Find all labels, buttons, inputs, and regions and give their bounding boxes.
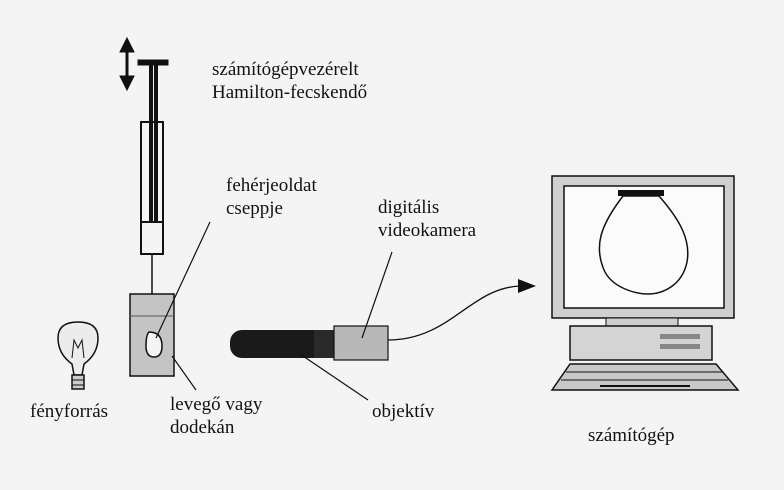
double-arrow-icon <box>119 36 135 92</box>
cuvette-icon <box>129 293 175 377</box>
camera-label-line1: digitális <box>378 197 440 218</box>
objective-label: objektív <box>372 401 435 422</box>
computer-label: számítógép <box>588 425 675 446</box>
objective-pointer-line <box>299 353 369 401</box>
cable-arrowhead <box>518 279 536 293</box>
drop-label: fehérjeoldat cseppje <box>226 174 317 220</box>
syringe-label-line2: Hamilton-fecskendő <box>212 82 368 103</box>
medium-pointer-line <box>171 355 197 391</box>
medium-label: levegő vagy dodekán <box>170 393 262 439</box>
light-bulb-icon <box>57 321 99 390</box>
syringe-label-line1: számítógépvezérelt <box>212 59 359 80</box>
medium-label-line2: dodekán <box>170 417 235 438</box>
camera-label: digitális videokamera <box>378 196 476 242</box>
camera-label-line2: videokamera <box>378 220 477 241</box>
light-source-label: fényforrás <box>30 401 109 422</box>
video-camera-icon <box>230 325 389 361</box>
syringe-icon <box>137 59 169 330</box>
syringe-label: számítógépvezérelt Hamilton-fecskendő <box>212 58 367 104</box>
drop-label-line2: cseppje <box>226 198 283 219</box>
drop-label-line1: fehérjeoldat <box>226 175 317 196</box>
camera-pointer-line <box>361 251 393 339</box>
computer-icon <box>550 175 740 391</box>
cable-arrow <box>387 285 521 341</box>
drop-pointer-line <box>155 221 211 339</box>
medium-label-line1: levegő vagy <box>170 394 263 415</box>
